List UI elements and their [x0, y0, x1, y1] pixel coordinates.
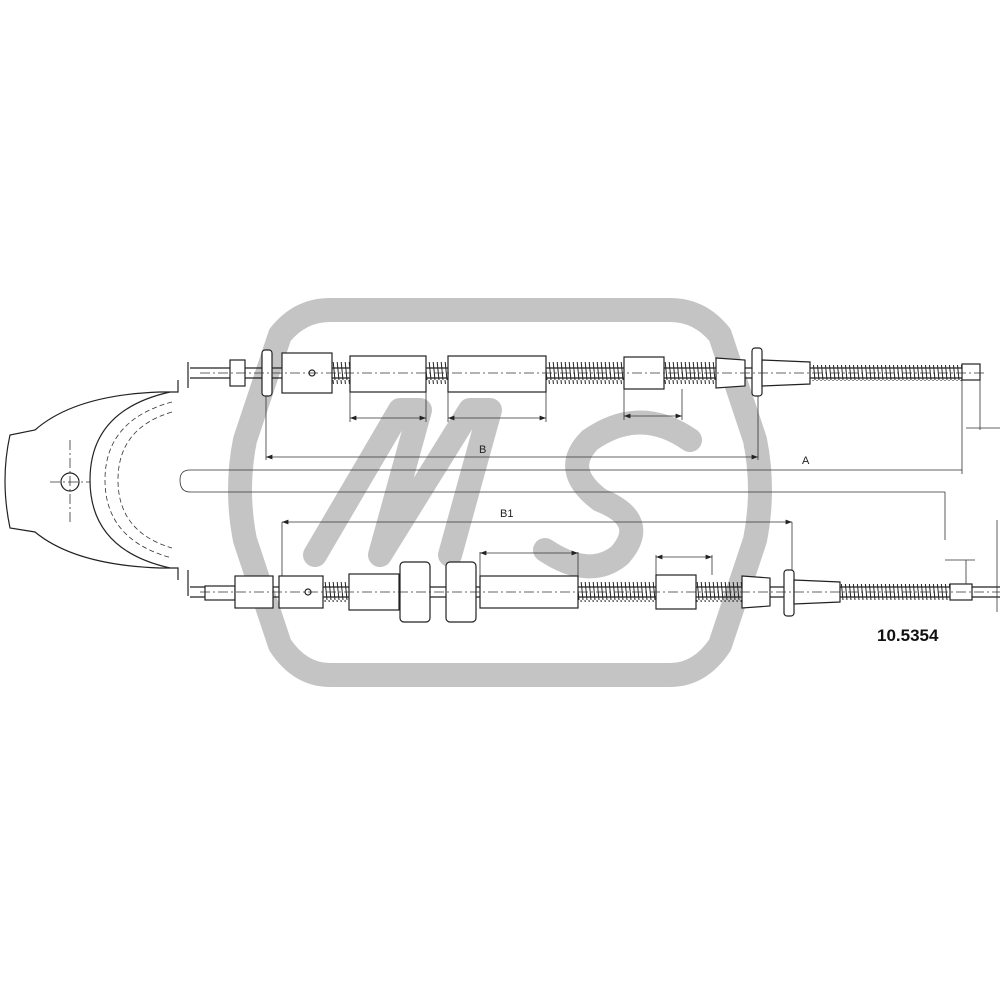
dimensions: B A B1: [179, 380, 963, 580]
mounting-bracket: [4, 362, 189, 596]
dimension-label-a: A: [802, 455, 810, 467]
dimension-label-b1: B1: [500, 508, 513, 520]
dimension-label-b: B: [479, 444, 486, 456]
part-number: 10.5354: [877, 626, 939, 645]
watermark-logo: [228, 298, 772, 687]
upper-cable: [190, 347, 1000, 430]
lower-cable: [190, 520, 1000, 623]
